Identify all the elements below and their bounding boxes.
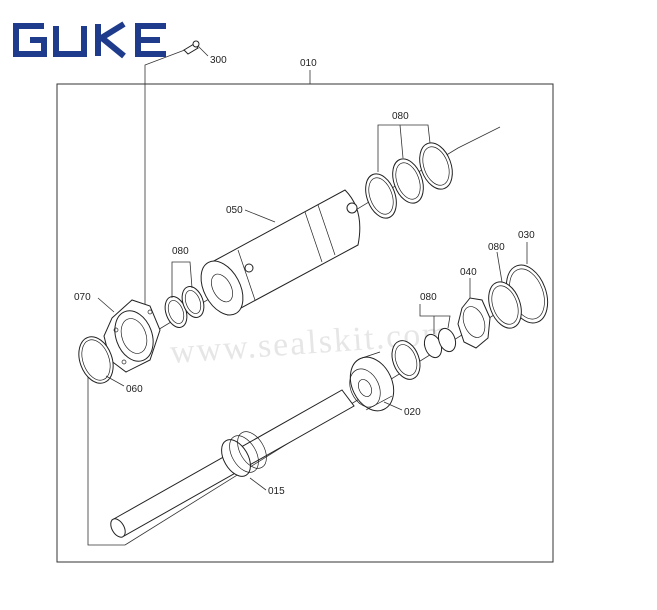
leader-300	[144, 47, 191, 310]
piston	[349, 351, 395, 412]
o-ring-060-part	[78, 336, 114, 384]
label-015: 015	[268, 486, 285, 497]
assembly-frame	[56, 83, 554, 563]
leader-070	[97, 297, 115, 313]
guke-logo	[13, 21, 166, 59]
leader-060	[105, 375, 125, 387]
label-080-centre: 080	[420, 292, 437, 303]
leader-020	[383, 401, 403, 411]
cylinder-barrel	[200, 189, 361, 316]
mounting-flange	[103, 299, 161, 373]
label-040: 040	[460, 267, 477, 278]
leader-050	[244, 209, 276, 223]
seal-rings-centre	[391, 327, 457, 380]
label-070: 070	[74, 292, 91, 303]
seal-ring-right	[488, 281, 522, 329]
label-020: 020	[404, 407, 421, 418]
seal-rings-left	[164, 286, 205, 328]
leader-300-label	[197, 45, 209, 57]
label-010: 010	[300, 58, 317, 69]
seal-rings-top	[365, 142, 453, 219]
leader-080-top-b	[399, 124, 404, 159]
lock-ring	[457, 297, 491, 349]
label-080-right: 080	[488, 242, 505, 253]
label-300: 300	[210, 55, 227, 66]
label-060: 060	[126, 384, 143, 395]
leader-080-centre	[419, 304, 451, 329]
label-080-left: 080	[172, 246, 189, 257]
piston-rod	[110, 389, 355, 538]
leader-080-top	[377, 124, 431, 172]
label-050: 050	[226, 205, 243, 216]
label-080-top: 080	[392, 111, 409, 122]
label-030: 030	[518, 230, 535, 241]
leader-080-right	[496, 251, 503, 283]
leader-080-left	[171, 261, 193, 298]
grease-fitting-icon	[183, 40, 200, 55]
logo-letters	[13, 21, 166, 59]
leader-015	[249, 477, 267, 491]
